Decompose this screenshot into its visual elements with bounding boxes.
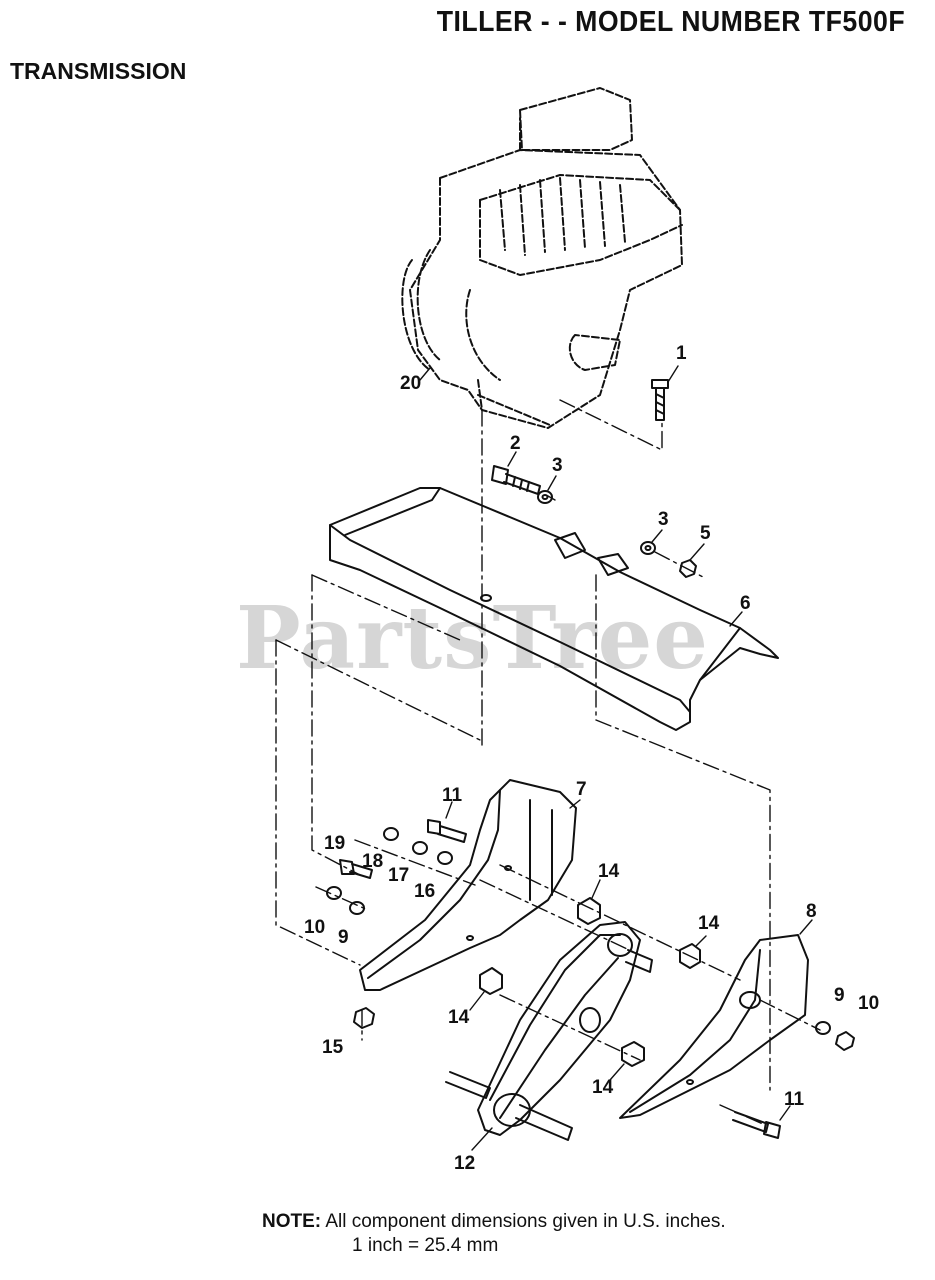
note-line-2: 1 inch = 25.4 mm [352, 1235, 499, 1256]
callout-6: 6 [740, 593, 751, 614]
bolt-part-19 [339, 859, 373, 879]
section-title: TRANSMISSION [10, 58, 187, 84]
dimension-note: NOTE: All component dimensions given in … [262, 1210, 726, 1258]
callout-2: 2 [510, 433, 521, 454]
spacer-part-14 [479, 897, 701, 1067]
callout-5: 5 [700, 523, 711, 544]
callout-8: 8 [806, 901, 817, 922]
washer-part-18 [383, 827, 399, 841]
callout-3: 3 [552, 455, 563, 476]
engine-drawing [401, 87, 683, 429]
transmission-part-12 [445, 921, 653, 1141]
callout-11: 11 [442, 785, 463, 806]
callout-16: 16 [414, 881, 436, 902]
callout-9: 9 [834, 985, 845, 1006]
watermark: PartsTree [236, 588, 710, 689]
nut-part-15 [353, 1007, 375, 1029]
bolt-part-11-lower [732, 1111, 781, 1139]
washer-part-16 [437, 851, 453, 865]
callout-14: 14 [698, 913, 720, 934]
callout-12: 12 [454, 1153, 476, 1174]
callout-17: 17 [388, 865, 410, 886]
nut-part-10-left [326, 886, 342, 900]
callout-19: 19 [324, 833, 346, 854]
washer-part-9-right [815, 1021, 831, 1035]
washer-part-9-left [349, 901, 365, 915]
alignment-lines [275, 399, 821, 1126]
bolt-part-1 [651, 379, 669, 421]
bracket-part-8 [619, 934, 809, 1119]
callout-18: 18 [362, 851, 384, 872]
bolt-part-2 [491, 465, 541, 495]
leader-lines [419, 365, 813, 1151]
bracket-part-7 [359, 779, 577, 991]
callout-1: 1 [676, 343, 687, 364]
callout-15: 15 [322, 1037, 344, 1058]
callout-9: 9 [338, 927, 349, 948]
page-title: TILLER - - MODEL NUMBER TF500F [436, 6, 905, 38]
callout-14: 14 [448, 1007, 470, 1028]
callout-20: 20 [400, 373, 422, 394]
washer-part-3-right [640, 541, 656, 555]
nut-part-10-right [835, 1031, 855, 1051]
note-line-1: All component dimensions given in U.S. i… [325, 1211, 726, 1232]
washer-part-17 [412, 841, 428, 855]
note-label: NOTE: [262, 1211, 322, 1232]
callout-14: 14 [592, 1077, 614, 1098]
washer-part-3-left [537, 490, 553, 504]
callout-10: 10 [304, 917, 326, 938]
bolt-part-11-upper [427, 819, 467, 843]
shield-part-6 [329, 487, 779, 731]
callout-11: 11 [784, 1089, 805, 1110]
callout-3: 3 [658, 509, 669, 530]
callout-14: 14 [598, 861, 620, 882]
callout-7: 7 [576, 779, 587, 800]
callout-10: 10 [858, 993, 880, 1014]
